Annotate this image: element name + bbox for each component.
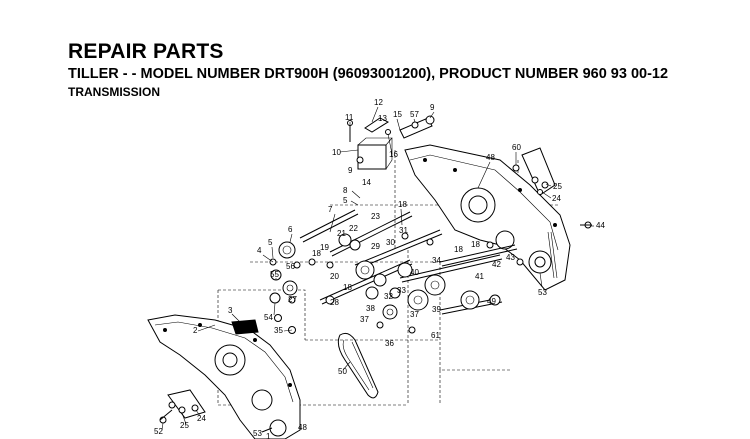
callout-label: 60 [512, 143, 521, 152]
right-case-half [404, 144, 571, 291]
callout-label: 50 [338, 367, 347, 376]
callout-label: 48 [298, 423, 307, 432]
callout-label: 35 [274, 326, 283, 335]
callout-label: 19 [320, 243, 329, 252]
callout-label: 1 [266, 432, 271, 439]
callout-label: 36 [385, 339, 394, 348]
callout-label: 8 [343, 186, 348, 195]
callout-label: 18 [343, 283, 352, 292]
callout-label: 42 [492, 260, 501, 269]
callout-label: 37 [410, 310, 419, 319]
callout-label: 31 [399, 226, 408, 235]
callout-label: 7 [328, 205, 333, 214]
callout-label: 18 [398, 200, 407, 209]
callout-label: 39 [432, 305, 441, 314]
leader-lines [161, 106, 594, 431]
callout-label: 21 [337, 229, 346, 238]
callout-label: 55 [270, 270, 279, 279]
callout-label: 24 [197, 414, 206, 423]
callout-label: 48 [486, 153, 495, 162]
callout-label: 33 [397, 286, 406, 295]
page-title: REPAIR PARTS [68, 40, 224, 63]
callout-label: 49 [487, 297, 496, 306]
callout-label: 5 [268, 238, 273, 247]
callout-label: 44 [596, 221, 605, 230]
callout-label: 12 [374, 98, 383, 107]
callout-label: 38 [366, 304, 375, 313]
callout-label: 16 [389, 150, 398, 159]
callout-label: 37 [360, 315, 369, 324]
callout-label: 54 [264, 313, 273, 322]
callout-label: 14 [362, 178, 371, 187]
callout-label: 29 [371, 242, 380, 251]
callout-label: 10 [332, 148, 341, 157]
callout-label: 23 [371, 212, 380, 221]
callout-label: 4 [257, 246, 262, 255]
callout-label: 28 [330, 298, 339, 307]
left-case-half [147, 314, 301, 439]
callout-label: 22 [349, 224, 358, 233]
control-lever-group [347, 115, 435, 170]
callout-label: 57 [410, 110, 419, 119]
callout-labels: 12 13 11 15 9 57 10 9 16 14 48 60 25 24 … [154, 98, 605, 439]
callout-label: 43 [506, 253, 515, 262]
callout-label: 18 [454, 245, 463, 254]
callout-label: 27 [288, 295, 297, 304]
callout-label: 30 [386, 238, 395, 247]
callout-label: 61 [431, 331, 440, 340]
page-subtitle: TILLER - - MODEL NUMBER DRT900H (9609300… [68, 66, 669, 82]
callout-label: 20 [330, 272, 339, 281]
callout-label: 25 [553, 182, 562, 191]
callout-label: 13 [378, 114, 387, 123]
callout-label: 9 [348, 166, 353, 175]
callout-label: 53 [538, 288, 547, 297]
callout-label: 24 [552, 194, 561, 203]
drive-chain [337, 332, 379, 399]
callout-label: 52 [154, 427, 163, 436]
callout-label: 53 [253, 429, 262, 438]
callout-label: 34 [432, 256, 441, 265]
callout-label: 2 [193, 326, 198, 335]
callout-label: 56 [286, 262, 295, 271]
callout-label: 6 [288, 225, 293, 234]
callout-label: 15 [393, 110, 402, 119]
lower-bracket [159, 389, 206, 424]
callout-label: 18 [471, 240, 480, 249]
callout-label: 11 [345, 113, 354, 122]
callout-label: 41 [475, 272, 484, 281]
callout-label: 5 [343, 196, 348, 205]
callout-label: 3 [228, 306, 233, 315]
callout-label: 25 [180, 421, 189, 430]
callout-label: 18 [312, 249, 321, 258]
callout-label: 32 [384, 292, 393, 301]
gears-and-washers [269, 232, 524, 334]
callout-label: 9 [430, 103, 435, 112]
callout-label: 40 [410, 268, 419, 277]
bolts [159, 224, 592, 433]
section-heading: TRANSMISSION [68, 85, 161, 99]
shafts [299, 209, 518, 315]
